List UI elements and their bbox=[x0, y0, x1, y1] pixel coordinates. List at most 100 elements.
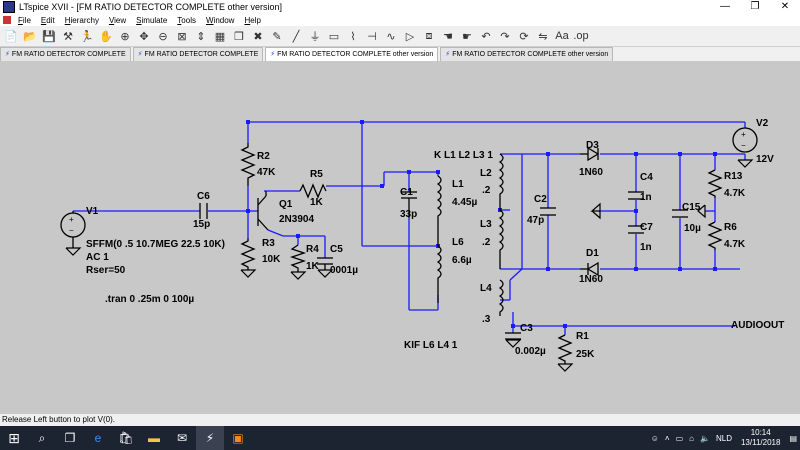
capacitor-icon[interactable]: ⊣ bbox=[367, 30, 377, 43]
volume-icon[interactable]: 🔈 bbox=[700, 433, 710, 443]
svg-text:−: − bbox=[69, 226, 74, 235]
task-view-icon[interactable]: ❐ bbox=[64, 431, 76, 445]
control-panel-icon[interactable]: ⚒ bbox=[63, 30, 73, 43]
label-v1: V1 bbox=[86, 206, 99, 217]
resistor-r6 bbox=[707, 221, 723, 250]
close-button[interactable]: ✕ bbox=[780, 1, 790, 12]
redo-icon[interactable]: ↷ bbox=[500, 30, 510, 43]
label-r2: R2 bbox=[257, 151, 270, 162]
label-r13: R13 bbox=[724, 171, 743, 182]
label-v2-value: 12V bbox=[756, 154, 774, 165]
menu-window[interactable]: Window bbox=[205, 15, 235, 25]
label-c6-value: 15p bbox=[193, 219, 211, 230]
wire-icon[interactable]: ╱ bbox=[292, 30, 300, 43]
menu-file[interactable]: File bbox=[18, 15, 31, 25]
components: + − bbox=[60, 127, 758, 364]
close-window-icon[interactable]: ✖ bbox=[253, 30, 263, 43]
windows-start-icon[interactable]: ⊞ bbox=[8, 429, 20, 446]
zoom-out-icon[interactable]: ⊖ bbox=[158, 30, 168, 43]
label-r3: R3 bbox=[262, 238, 275, 249]
window-controls: — ❐ ✕ bbox=[710, 0, 800, 14]
schematic-drawing[interactable]: + − bbox=[0, 61, 800, 414]
inductor-icon[interactable]: ∿ bbox=[386, 30, 396, 43]
undo-icon[interactable]: ↶ bbox=[481, 30, 491, 43]
ltspice-app-icon bbox=[3, 1, 15, 13]
network-icon[interactable]: ⌂ bbox=[689, 433, 694, 443]
language-indicator[interactable]: NLD bbox=[715, 433, 732, 443]
spice-directive-kif[interactable]: KIF L6 L4 1 bbox=[404, 340, 458, 351]
tab-label: FM RATIO DETECTOR COMPLETE bbox=[144, 51, 259, 58]
inductor-l4 bbox=[498, 279, 504, 316]
people-icon[interactable]: ☺ bbox=[650, 433, 659, 443]
open-folder-icon[interactable]: 📂 bbox=[23, 30, 37, 43]
tile-windows-icon[interactable]: ▦ bbox=[214, 30, 226, 43]
menu-view[interactable]: View bbox=[108, 15, 127, 25]
schematic-canvas[interactable]: + − bbox=[0, 61, 800, 414]
minimize-button[interactable]: — bbox=[720, 1, 730, 12]
menu-help[interactable]: Help bbox=[244, 15, 261, 25]
save-icon[interactable]: 💾 bbox=[42, 30, 56, 43]
label-c4: C4 bbox=[640, 172, 653, 183]
store-icon[interactable]: 🛍 bbox=[118, 431, 134, 445]
label-r5-value: 1K bbox=[310, 197, 323, 208]
label-d1: D1 bbox=[586, 248, 599, 259]
tab-3-active[interactable]: ⚡FM RATIO DETECTOR COMPLETE other versio… bbox=[265, 47, 439, 61]
label-l1: L1 bbox=[452, 179, 464, 190]
tray-chevron-icon[interactable]: ˄ bbox=[664, 433, 670, 443]
tab-4[interactable]: ⚡FM RATIO DETECTOR COMPLETE other versio… bbox=[440, 47, 614, 61]
wires bbox=[73, 121, 746, 335]
label-l1-value: 4.45µ bbox=[452, 197, 478, 208]
search-icon[interactable]: ⌕ bbox=[38, 430, 46, 445]
cascade-windows-icon[interactable]: ❐ bbox=[234, 30, 244, 43]
net-label-audioout[interactable]: AUDIOOUT bbox=[731, 320, 785, 331]
drag-icon[interactable]: ☛ bbox=[462, 30, 472, 43]
pan-icon[interactable]: ✥ bbox=[139, 30, 149, 43]
tab-1[interactable]: ⚡FM RATIO DETECTOR COMPLETE bbox=[0, 47, 131, 61]
halt-icon[interactable]: ✋ bbox=[99, 30, 113, 43]
resistor-r2 bbox=[240, 143, 256, 186]
restore-button[interactable]: ❐ bbox=[750, 1, 760, 12]
component-icon[interactable]: ⧈ bbox=[425, 29, 433, 42]
diode-icon[interactable]: ▷ bbox=[405, 30, 415, 43]
notifications-icon[interactable]: ▤ bbox=[789, 433, 797, 443]
explorer-icon[interactable]: ▬ bbox=[148, 431, 160, 445]
menu-edit[interactable]: Edit bbox=[40, 15, 55, 25]
menu-hierarchy[interactable]: Hierarchy bbox=[64, 15, 99, 25]
label-net-icon[interactable]: ▭ bbox=[328, 30, 340, 43]
app-taskbar-icon[interactable]: ▣ bbox=[232, 431, 244, 445]
run-icon[interactable]: 🏃 bbox=[80, 30, 94, 43]
text-icon[interactable]: Aa bbox=[555, 30, 569, 42]
zoom-fit-icon[interactable]: ⊠ bbox=[177, 30, 187, 43]
ground-icon[interactable]: ⏚ bbox=[309, 31, 321, 43]
clock-time: 10:14 bbox=[750, 428, 771, 437]
menu-bar: File Edit Hierarchy View Simulate Tools … bbox=[0, 14, 800, 26]
spice-directive-icon[interactable]: .op bbox=[573, 30, 589, 42]
resistor-r1 bbox=[557, 334, 573, 364]
battery-icon[interactable]: ▭ bbox=[675, 433, 684, 443]
schematic-tab-icon: ⚡ bbox=[5, 51, 10, 58]
label-l4: L4 bbox=[480, 283, 492, 294]
label-r4-value: 1K bbox=[306, 261, 319, 272]
menu-simulate[interactable]: Simulate bbox=[136, 15, 168, 25]
label-r6-value: 4.7K bbox=[724, 239, 746, 250]
zoom-in-icon[interactable]: ⊕ bbox=[120, 30, 130, 43]
new-schematic-icon[interactable]: 📄 bbox=[4, 30, 18, 43]
edge-browser-icon[interactable]: e bbox=[94, 431, 102, 445]
tab-2[interactable]: ⚡FM RATIO DETECTOR COMPLETE bbox=[132, 47, 264, 61]
label-c3: C3 bbox=[520, 323, 533, 334]
pick-visible-traces-icon[interactable]: ✎ bbox=[272, 30, 282, 43]
schematic-tab-icon: ⚡ bbox=[270, 51, 276, 58]
move-icon[interactable]: ☚ bbox=[443, 30, 453, 43]
ltspice-taskbar-icon[interactable]: ⚡ bbox=[196, 426, 224, 450]
rotate-icon[interactable]: ⟳ bbox=[519, 30, 529, 43]
document-icon[interactable] bbox=[3, 16, 11, 24]
menu-tools[interactable]: Tools bbox=[177, 15, 196, 25]
label-v1-ac: AC 1 bbox=[86, 252, 109, 263]
spice-directive-tran[interactable]: .tran 0 .25m 0 100µ bbox=[105, 294, 195, 305]
clock[interactable]: 10:14 13/11/2018 bbox=[741, 428, 780, 448]
mirror-icon[interactable]: ⇋ bbox=[538, 30, 548, 43]
mail-icon[interactable]: ✉ bbox=[176, 431, 188, 445]
label-v1-value: SFFM(0 .5 10.7MEG 22.5 10K) bbox=[86, 239, 225, 250]
autorange-icon[interactable]: ⇕ bbox=[196, 30, 206, 43]
resistor-icon[interactable]: ⌇ bbox=[350, 30, 356, 43]
